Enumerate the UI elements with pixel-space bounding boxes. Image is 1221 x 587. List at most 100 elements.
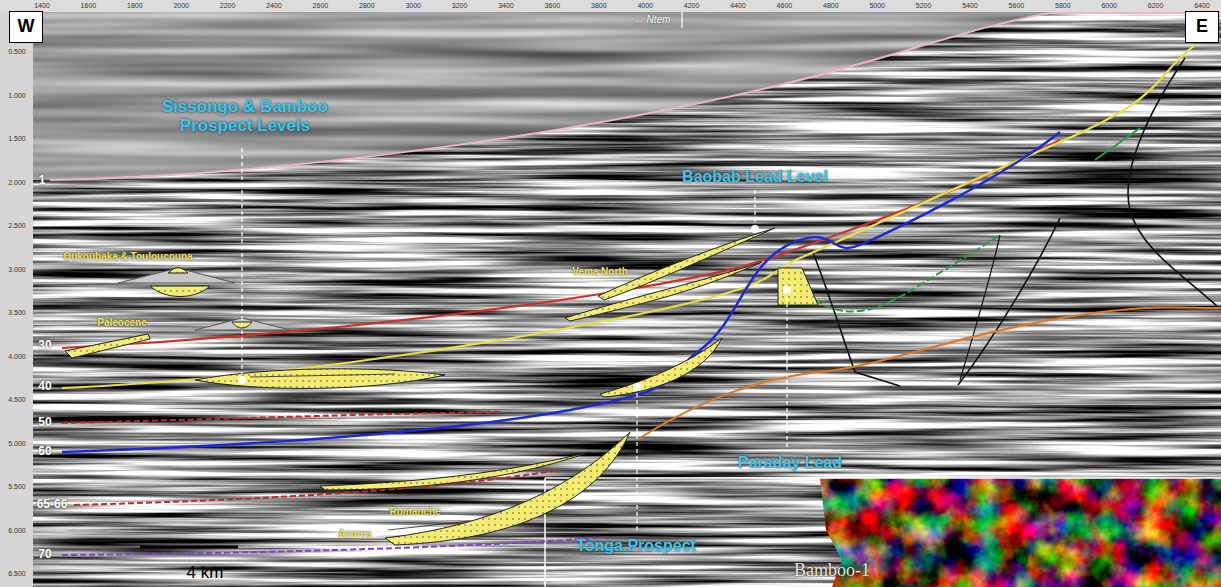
direction-tick xyxy=(681,12,682,28)
scale-bar xyxy=(140,546,238,549)
time-axis-label: 2.500 xyxy=(8,222,26,230)
ruler-tick-label: 5800 xyxy=(1055,2,1071,10)
ruler-tick-label: 6000 xyxy=(1101,2,1117,10)
compass-box: W xyxy=(9,11,43,43)
ruler-tick-label: 1800 xyxy=(127,2,143,10)
leader-line xyxy=(241,148,242,374)
ruler-tick-label: 6200 xyxy=(1148,2,1164,10)
reservoir-body xyxy=(320,452,590,490)
reservoir-body xyxy=(65,334,150,358)
ruler-tick-label: 3400 xyxy=(498,2,514,10)
ruler-tick-label: 1400 xyxy=(34,2,50,10)
inset-frame xyxy=(545,478,1221,587)
reservoir-body xyxy=(385,432,630,545)
compass-letter: E xyxy=(1196,17,1208,37)
time-axis-label: 1.500 xyxy=(8,135,26,143)
reservoir-body xyxy=(600,338,722,397)
ruler-tick-label: 6400 xyxy=(1194,2,1210,10)
ruler-tick-label: 2200 xyxy=(220,2,236,10)
horizon-30 xyxy=(62,140,1060,348)
ruler-tick-label: 2400 xyxy=(266,2,282,10)
reservoir-body xyxy=(565,262,762,321)
target-dot xyxy=(751,225,759,233)
reservoir-body xyxy=(195,369,445,389)
green-horizon xyxy=(1095,128,1140,160)
horizon-number: 60 xyxy=(38,445,51,458)
ruler-tick-label: 1600 xyxy=(81,2,97,10)
satellite-inset xyxy=(820,478,1221,587)
prospect-label: Tonga Prospect xyxy=(576,537,696,555)
reservoir-body xyxy=(388,521,470,530)
unit-label: Azores xyxy=(338,528,371,539)
ruler-tick-label: 5600 xyxy=(1009,2,1025,10)
time-axis-label: 4.000 xyxy=(8,353,26,361)
inset-border xyxy=(545,477,1221,479)
horizon-number: 40 xyxy=(38,380,51,393)
water-column xyxy=(33,12,1221,180)
ruler-tick-label: 2600 xyxy=(313,2,329,10)
time-axis-label: 1.000 xyxy=(8,92,26,100)
ruler-tick-label: 5400 xyxy=(962,2,978,10)
reservoir-body xyxy=(250,374,395,377)
reservoir-body xyxy=(168,268,188,273)
prospect-label: Sissongo & Bamboo Prospect Levels xyxy=(145,98,345,135)
ruler-tick-label: 4400 xyxy=(730,2,746,10)
horizon-number: 30 xyxy=(38,339,51,352)
horizon-40 xyxy=(62,45,1195,388)
target-dot xyxy=(633,383,641,391)
time-axis-label: 6.500 xyxy=(8,570,26,578)
horizon-number: 1 xyxy=(39,174,46,187)
channel-outline xyxy=(118,268,235,283)
ruler-tick-label: 2000 xyxy=(173,2,189,10)
seismic-texture xyxy=(33,12,1221,587)
scale-label: 4 km xyxy=(187,564,224,583)
time-axis xyxy=(0,12,33,587)
unit-label: Paleocene xyxy=(97,317,146,328)
horizon-number: 70 xyxy=(38,548,51,561)
prospect-label: Baobab Lead Level xyxy=(682,168,828,186)
unit-label: Romanche xyxy=(389,506,440,517)
leader-line xyxy=(786,296,787,450)
ruler-tick-label: 4200 xyxy=(684,2,700,10)
time-axis-label: 3.500 xyxy=(8,309,26,317)
time-axis-label: 5.500 xyxy=(8,483,26,491)
time-axis-label: 4.500 xyxy=(8,396,26,404)
horizon-number: 50 xyxy=(38,416,51,429)
leader-line xyxy=(636,393,637,533)
direction-label: ← Ntem xyxy=(634,14,671,25)
reservoir-body xyxy=(778,268,818,305)
horizon-50 xyxy=(62,412,500,423)
ruler-tick-label: 3600 xyxy=(545,2,561,10)
reservoir-body xyxy=(150,286,210,297)
ruler-tick-label: 3800 xyxy=(591,2,607,10)
time-axis-label: 5.000 xyxy=(8,440,26,448)
ruler-tick-label: 4600 xyxy=(777,2,793,10)
ruler-tick-label: 3000 xyxy=(405,2,421,10)
ruler-tick-label: 5000 xyxy=(869,2,885,10)
horizon-number: 65-66 xyxy=(37,498,68,511)
ruler-tick-label: 3200 xyxy=(452,2,468,10)
time-axis-label: 6.000 xyxy=(8,527,26,535)
target-dot xyxy=(783,286,791,294)
unit-label: Oukoubaka & Touloucouna xyxy=(63,251,192,262)
time-axis-label: 0.500 xyxy=(8,48,26,56)
time-axis-label: 2.000 xyxy=(8,179,26,187)
horizon-60 xyxy=(62,132,1060,452)
prospect-label: Paraday Lead xyxy=(738,454,842,472)
basement-horizon xyxy=(640,307,1221,438)
well-name: Bamboo-1 xyxy=(794,561,870,581)
fault-line xyxy=(958,218,1060,385)
compass-letter: W xyxy=(18,17,35,37)
offset-ruler xyxy=(0,0,1221,12)
seafloor-horizon xyxy=(50,13,1221,180)
ruler-tick-label: 4000 xyxy=(637,2,653,10)
horizon-70 xyxy=(62,538,600,555)
compass-box: E xyxy=(1185,11,1219,43)
target-dot xyxy=(238,376,246,384)
time-axis-label: 3.000 xyxy=(8,266,26,274)
unit-label: Vema North xyxy=(572,266,628,277)
leader-line xyxy=(754,190,755,224)
